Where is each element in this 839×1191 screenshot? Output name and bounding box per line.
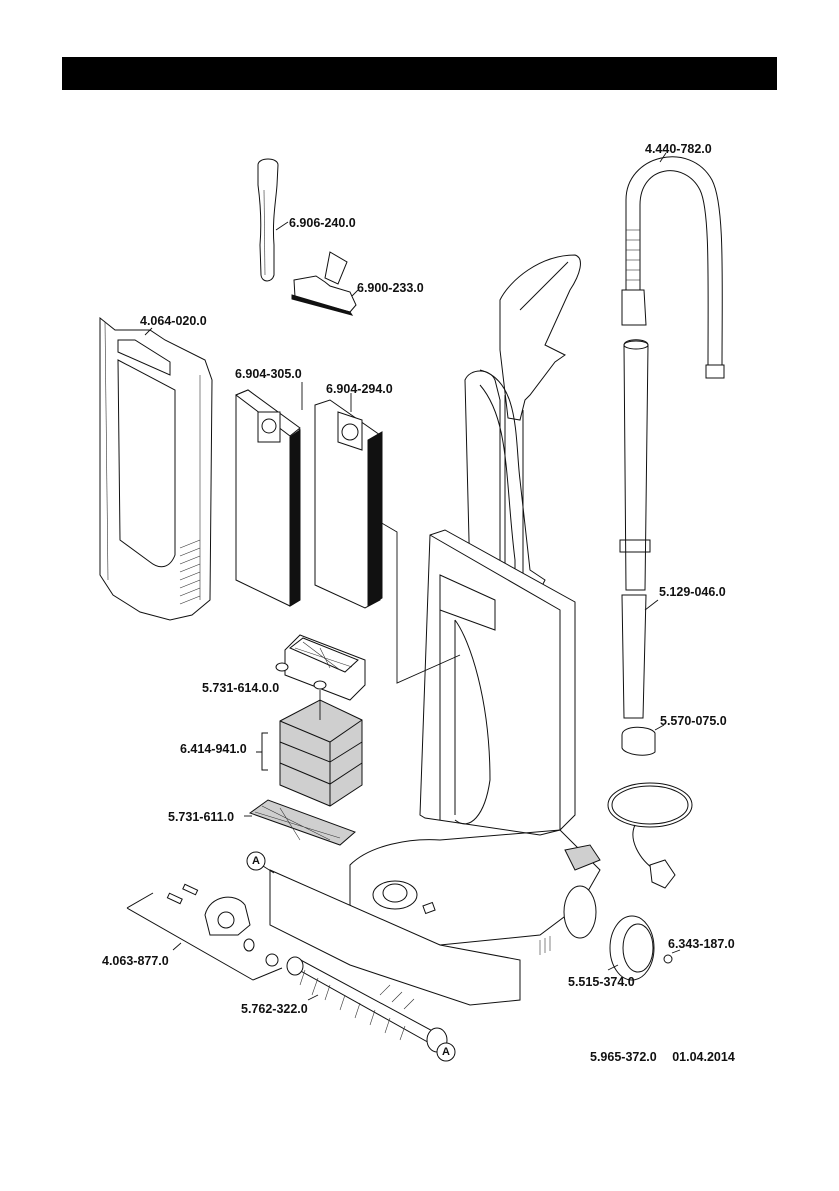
part-label-foam-filter: 6.414-941.0: [180, 742, 247, 756]
document-date: 01.04.2014: [672, 1050, 735, 1064]
marker-a-top: [246, 851, 275, 874]
marker-a-bottom: [436, 1042, 456, 1062]
part-label-upholstery-nozzle: 6.900-233.0: [357, 281, 424, 295]
part-label-crevice-nozzle: 6.906-240.0: [289, 216, 356, 230]
part-label-brush-bearing-kit: 4.063-877.0: [102, 954, 169, 968]
front-cover-drawing: [99, 316, 213, 621]
part-label-suction-tube: 5.129-046.0: [659, 585, 726, 599]
marker-a-bottom-label: A: [442, 1046, 450, 1058]
leader-line-bag: [379, 521, 461, 684]
foam-filter-drawing: [256, 699, 363, 807]
part-label-filter-grid: 5.731-611.0: [168, 810, 235, 824]
document-number: 5.965-372.0: [590, 1050, 657, 1064]
vacuum-body-drawing: [269, 254, 601, 1006]
marker-a-top-label: A: [252, 855, 260, 867]
tube-clip-drawing: [621, 724, 665, 756]
part-label-filter-bag-b: 6.904-294.0: [326, 382, 393, 396]
part-label-wheel-cap: 6.343-187.0: [668, 937, 735, 951]
hose-drawing: [621, 152, 725, 379]
suction-tube-drawing: [619, 339, 659, 719]
filter-bag-a-drawing: [235, 382, 303, 607]
power-cord-drawing: [607, 782, 693, 889]
wheels-drawing: [563, 885, 681, 981]
part-label-suction-hose: 4.440-782.0: [645, 142, 712, 156]
header-bar: [62, 57, 777, 90]
part-label-brush-roller: 5.762-322.0: [241, 1002, 308, 1016]
part-label-tube-clip: 5.570-075.0: [660, 714, 727, 728]
part-label-filter-bag-a: 6.904-305.0: [235, 367, 302, 381]
brush-bearing-kit-drawing: [126, 883, 283, 981]
filter-frame-drawing: [275, 634, 366, 702]
footer: 5.965-372.0 01.04.2014: [590, 1050, 747, 1064]
upholstery-nozzle-drawing: [291, 251, 359, 316]
part-label-wheel: 5.515-374.0: [568, 975, 635, 989]
filter-grid-drawing: [244, 799, 356, 846]
part-label-front-cover: 4.064-020.0: [140, 314, 207, 328]
filter-bag-b-drawing: [314, 393, 383, 609]
crevice-nozzle-drawing: [257, 158, 289, 282]
part-label-filter-frame: 5.731-614.0.0: [202, 681, 280, 695]
